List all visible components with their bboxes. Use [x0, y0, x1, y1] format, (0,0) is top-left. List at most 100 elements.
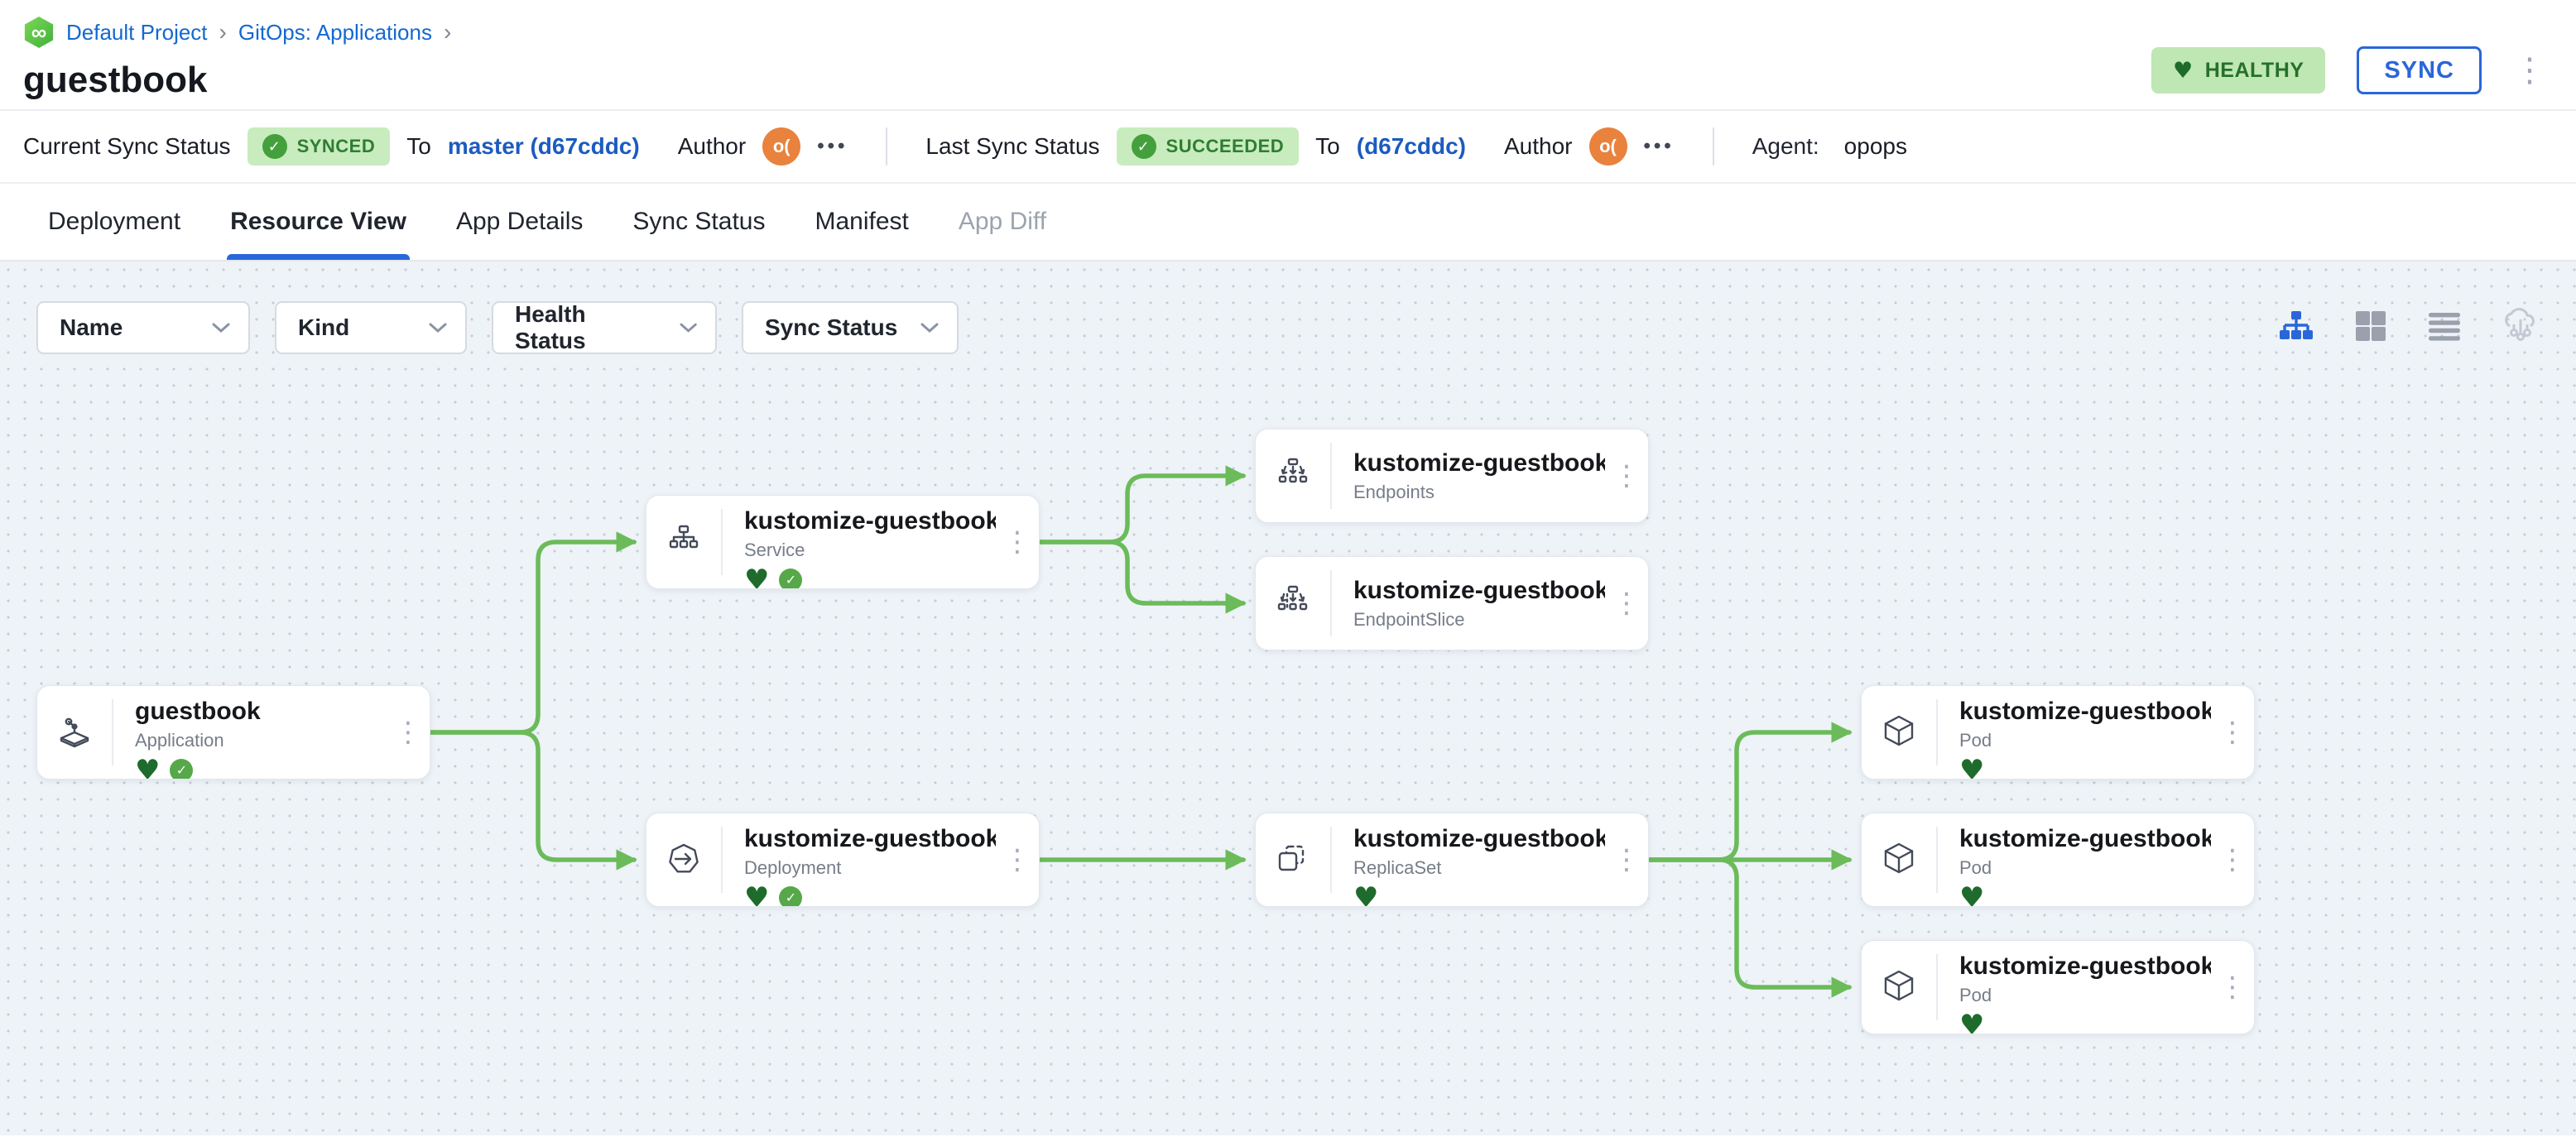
filter-health-status-dropdown[interactable]: Health Status	[492, 301, 717, 354]
healthy-heart-icon: ♥	[744, 564, 770, 588]
heart-icon: ♥	[2173, 57, 2194, 84]
application-icon	[60, 717, 89, 748]
sync-button[interactable]: SYNC	[2357, 46, 2482, 94]
health-status-badge[interactable]: ♥ HEALTHY	[2151, 47, 2326, 94]
current-sync-status-badge[interactable]: ✓ SYNCED	[247, 127, 391, 166]
node-kebab-menu-icon[interactable]: ⋮	[394, 717, 422, 748]
pod-icon	[1884, 715, 1914, 746]
node-title: kustomize-guestbook-ui	[744, 507, 996, 535]
node-title: kustomize-guestbook-ui	[744, 825, 996, 852]
header-kebab-menu-icon[interactable]: ⋮	[2513, 52, 2546, 89]
agent-value: opops	[1843, 133, 1907, 159]
tab-app-diff: App Diff	[958, 208, 1047, 235]
node-kebab-menu-icon[interactable]: ⋮	[1612, 588, 1641, 619]
breadcrumb-gitops-link[interactable]: GitOps: Applications	[238, 19, 432, 45]
node-kustomize-guestbook-ui-endpoints[interactable]: kustomize-guestbook-ui Endpoints ⋮	[1255, 429, 1649, 523]
pod-icon	[1884, 842, 1914, 874]
chevron-down-icon	[212, 323, 230, 333]
node-title: kustomize-guestbook-ui-...	[1959, 952, 2211, 980]
filter-kind-dropdown[interactable]: Kind	[275, 301, 467, 354]
node-guestbook-application[interactable]: guestbook Application ♥ ✓ ⋮	[36, 685, 430, 780]
filter-sync-status-dropdown[interactable]: Sync Status	[742, 301, 959, 354]
node-title: kustomize-guestbook-ui	[1353, 449, 1605, 477]
current-sync-status-label: Current Sync Status	[23, 133, 231, 159]
pod-icon	[1884, 970, 1914, 1001]
node-kustomize-guestbook-ui-service[interactable]: kustomize-guestbook-ui Service ♥ ✓ ⋮	[646, 495, 1040, 589]
status-bar: Current Sync Status ✓ SYNCED To master (…	[0, 109, 2576, 184]
node-kebab-menu-icon[interactable]: ⋮	[1003, 844, 1031, 876]
node-kustomize-guestbook-ui-pod-1[interactable]: kustomize-guestbook-ui-... Pod ♥ ⋮	[1861, 685, 2255, 780]
healthy-heart-icon: ♥	[1959, 1009, 1985, 1034]
filter-name-label: Name	[60, 314, 123, 340]
breadcrumb-project-link[interactable]: Default Project	[66, 19, 208, 45]
tree-view-icon[interactable]	[2278, 309, 2314, 343]
current-commit-link[interactable]: master (d67cddc)	[447, 133, 640, 159]
node-kebab-menu-icon[interactable]: ⋮	[2218, 717, 2247, 748]
check-circle-icon: ✓	[262, 134, 287, 159]
last-sync-status-badge[interactable]: ✓ SUCCEEDED	[1116, 127, 1300, 166]
node-kustomize-guestbook-ui-endpointslice[interactable]: kustomize-guestbook-ui-... EndpointSlice…	[1255, 556, 1649, 650]
last-commit-more-button[interactable]: •••	[1643, 135, 1675, 157]
node-kustomize-guestbook-ui-pod-2[interactable]: kustomize-guestbook-ui-... Pod ♥ ⋮	[1861, 813, 2255, 907]
node-kebab-menu-icon[interactable]: ⋮	[1612, 460, 1641, 492]
last-commit-link[interactable]: (d67cddc)	[1356, 133, 1466, 159]
divider	[886, 127, 888, 166]
healthy-heart-icon: ♥	[744, 881, 770, 906]
list-view-icon[interactable]	[2427, 309, 2462, 343]
last-to-label: To	[1315, 133, 1340, 159]
check-circle-icon: ✓	[1131, 134, 1156, 159]
edge-guestbook-deployment	[428, 730, 637, 871]
breadcrumb: ∞ Default Project › GitOps: Applications…	[23, 17, 2546, 48]
node-title: kustomize-guestbook-ui-...	[1959, 698, 2211, 725]
tab-app-details[interactable]: App Details	[455, 208, 584, 235]
node-kind: Pod	[1959, 730, 1992, 751]
tab-bar: Deployment Resource View App Details Syn…	[0, 184, 2576, 261]
node-kustomize-guestbook-ui-pod-3[interactable]: kustomize-guestbook-ui-... Pod ♥ ⋮	[1861, 940, 2255, 1034]
service-icon	[669, 525, 699, 549]
deployment-icon	[669, 843, 699, 873]
last-sync-status-label: Last Sync Status	[925, 133, 1100, 159]
node-title: kustomize-guestbook-ui-...	[1959, 825, 2211, 852]
filter-bar: Name Kind Health Status Sync Status	[36, 301, 959, 354]
node-kebab-menu-icon[interactable]: ⋮	[1003, 526, 1031, 558]
cloud-view-icon[interactable]	[2502, 308, 2540, 344]
node-kind: ReplicaSet	[1353, 857, 1442, 878]
endpointslice-icon	[1277, 585, 1308, 611]
node-kustomize-guestbook-ui-deployment[interactable]: kustomize-guestbook-ui Deployment ♥ ✓ ⋮	[646, 813, 1040, 907]
grid-view-icon[interactable]	[2354, 309, 2387, 343]
endpoints-icon	[1278, 458, 1308, 483]
edge-service-endpoints	[1037, 465, 1247, 545]
tab-deployment[interactable]: Deployment	[48, 208, 181, 235]
tab-manifest[interactable]: Manifest	[815, 208, 909, 235]
synced-check-icon: ✓	[779, 886, 803, 906]
divider	[1712, 127, 1714, 166]
chevron-down-icon	[920, 323, 939, 333]
chevron-down-icon	[429, 323, 447, 333]
current-sync-badge-label: SYNCED	[296, 136, 376, 156]
healthy-heart-icon: ♥	[1959, 754, 1985, 779]
healthy-heart-icon: ♥	[1959, 881, 1985, 906]
node-kustomize-guestbook-ui-replicaset[interactable]: kustomize-guestbook-ui-... ReplicaSet ♥ …	[1255, 813, 1649, 907]
node-kebab-menu-icon[interactable]: ⋮	[2218, 971, 2247, 1003]
node-kind: Pod	[1959, 857, 1992, 878]
node-title: kustomize-guestbook-ui-...	[1353, 825, 1605, 852]
last-sync-badge-label: SUCCEEDED	[1165, 136, 1285, 156]
health-status-label: HEALTHY	[2204, 58, 2304, 82]
breadcrumb-separator: ›	[443, 19, 452, 45]
current-to-label: To	[406, 133, 431, 159]
edge-service-endpointslice	[1037, 540, 1247, 614]
view-toggle-group	[2278, 308, 2540, 344]
app-header: ∞ Default Project › GitOps: Applications…	[0, 0, 2576, 109]
tab-resource-view[interactable]: Resource View	[205, 184, 431, 260]
node-kebab-menu-icon[interactable]: ⋮	[2218, 844, 2247, 876]
edge-replicaset-pod3	[1646, 857, 1853, 998]
last-author-label: Author	[1504, 133, 1573, 159]
filter-name-dropdown[interactable]: Name	[36, 301, 250, 354]
node-kind: Application	[135, 730, 224, 751]
filter-kind-label: Kind	[298, 314, 350, 340]
current-author-avatar: o(	[762, 127, 801, 166]
last-author-avatar: o(	[1588, 127, 1627, 166]
current-commit-more-button[interactable]: •••	[817, 135, 848, 157]
tab-sync-status[interactable]: Sync Status	[632, 208, 766, 235]
node-kebab-menu-icon[interactable]: ⋮	[1612, 844, 1641, 876]
